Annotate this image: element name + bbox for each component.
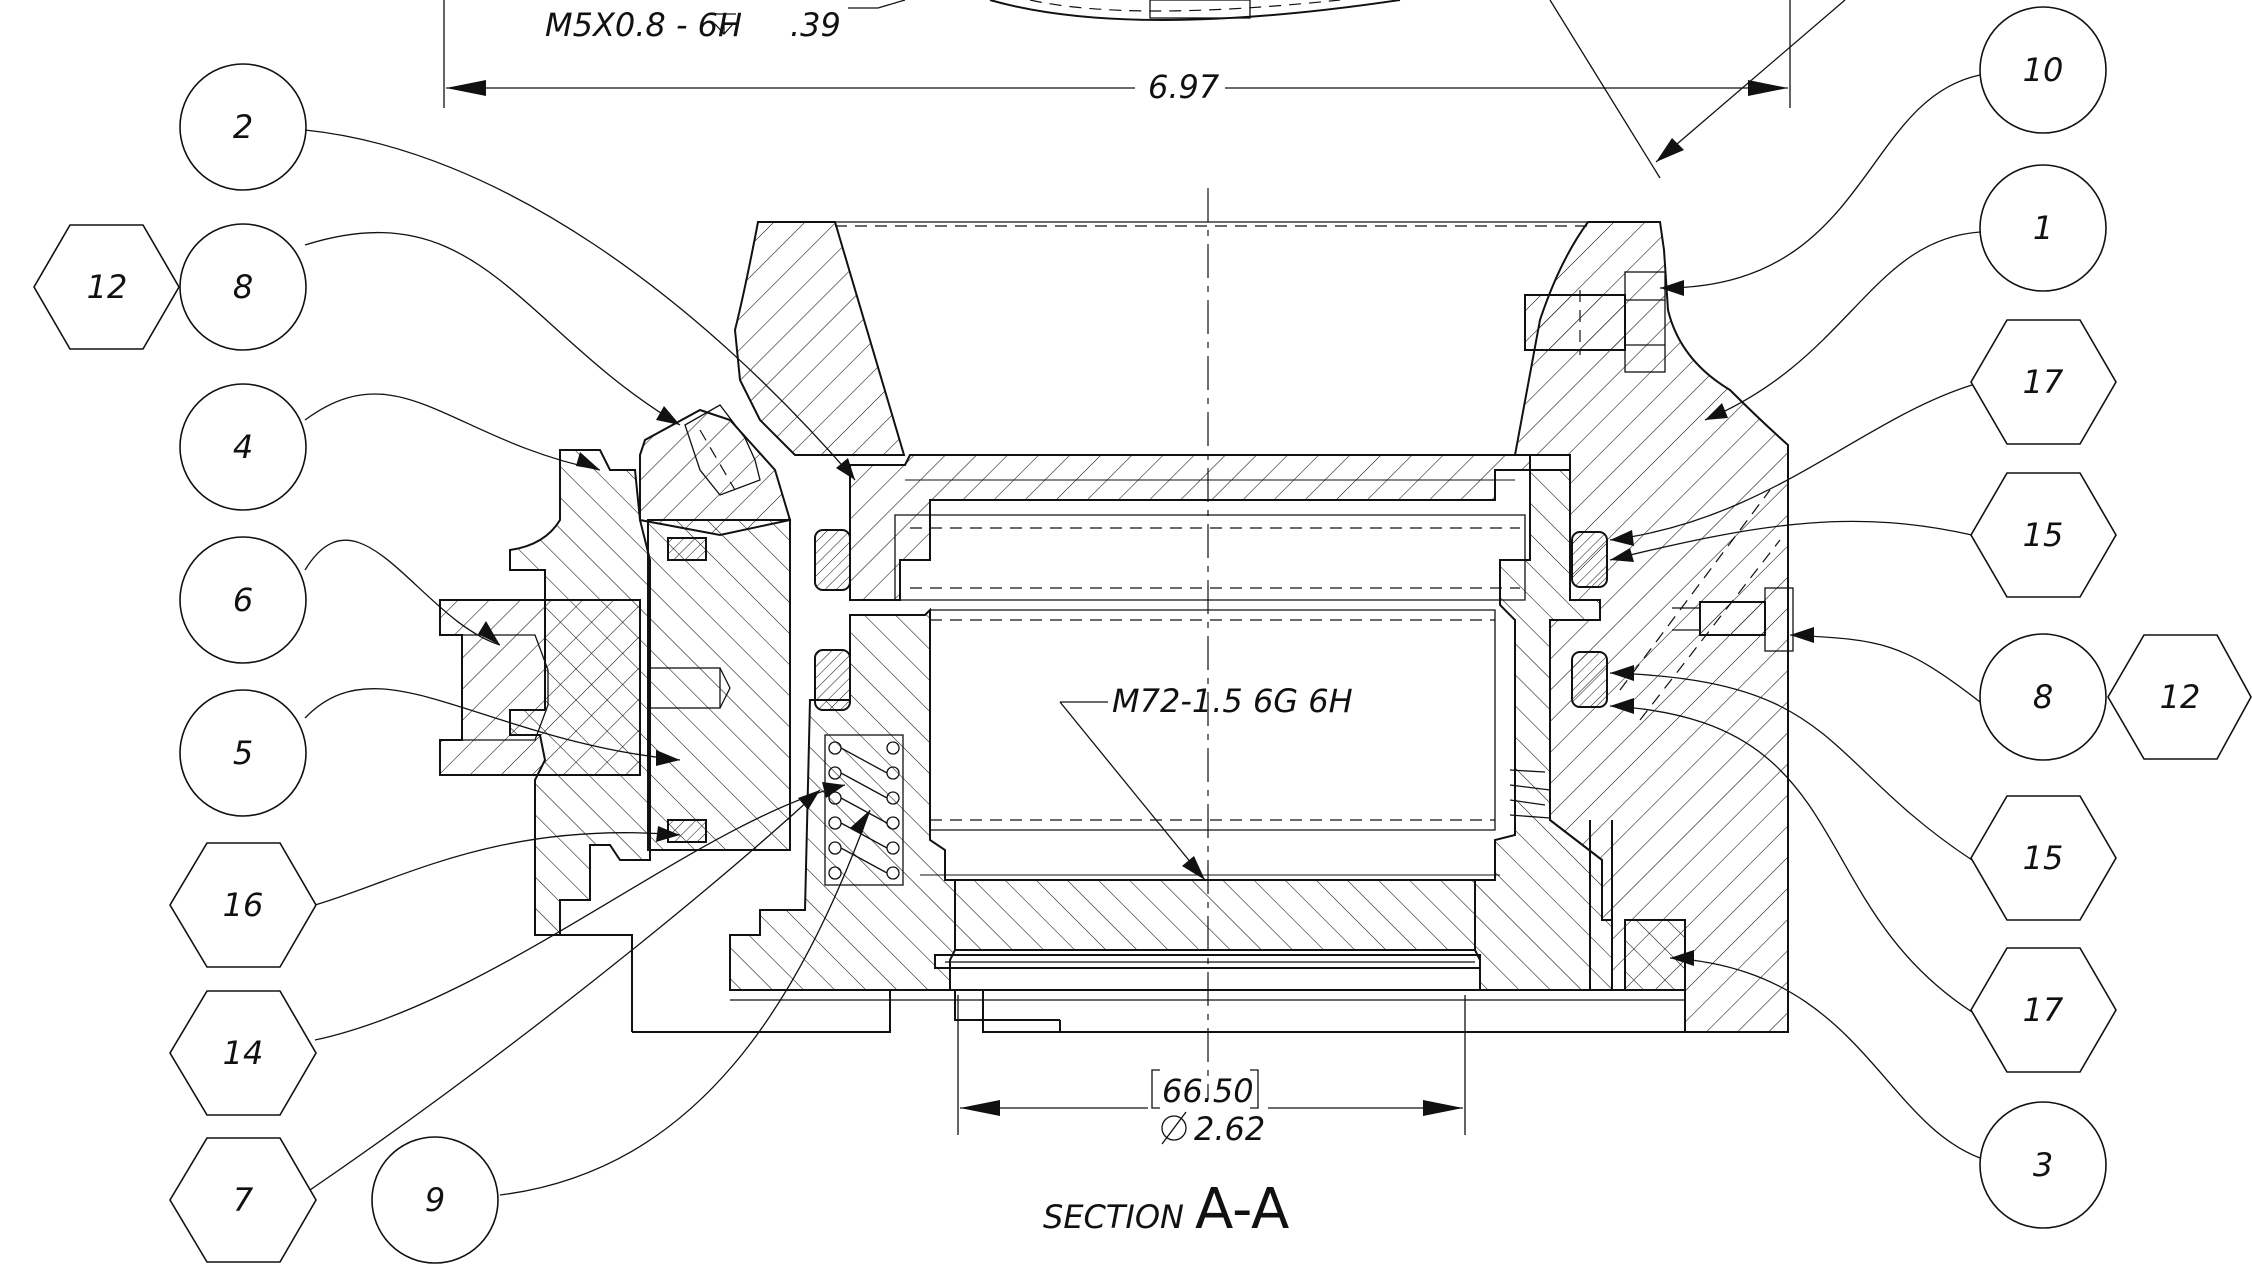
balloon-9: 9 [371, 1136, 499, 1264]
balloon-8-right: 8 [1979, 633, 2107, 761]
leader-lines [304, 74, 1981, 1196]
thread-callout-top: M5X0.8 - 6H .39 [545, 0, 906, 44]
svg-text:17: 17 [2023, 991, 2064, 1029]
svg-text:15: 15 [2023, 516, 2064, 554]
section-label-big: A-A [1195, 1177, 1289, 1242]
hex-balloon-12-left: 12 [33, 224, 180, 350]
bore-dim-mm: 66.50 [1162, 1072, 1254, 1110]
seal-16-top [667, 537, 707, 561]
svg-text:10: 10 [2023, 51, 2064, 89]
section-view [439, 188, 1794, 1100]
bore-dim-in: 2.62 [1194, 1110, 1265, 1148]
balloon-4: 4 [179, 383, 307, 511]
balloon-8-left: 8 [179, 223, 307, 351]
hex-balloon-17-top: 17 [1970, 319, 2117, 445]
depth-icon [712, 13, 736, 35]
svg-text:3: 3 [2033, 1146, 2053, 1184]
balloon-2: 2 [179, 63, 307, 191]
hex-balloon-14: 14 [169, 990, 317, 1116]
section-label-small: SECTION [1043, 1198, 1184, 1236]
hex-balloon-16: 16 [169, 842, 317, 968]
balloon-6: 6 [179, 536, 307, 664]
oring-left-2 [814, 649, 851, 711]
svg-text:6: 6 [233, 581, 253, 619]
hex-balloon-15-top: 15 [1970, 472, 2117, 598]
oring-left-1 [814, 529, 851, 591]
svg-text:1: 1 [2033, 209, 2053, 247]
top-view-fragment [989, 0, 1661, 179]
seal-16-bottom [667, 819, 707, 843]
spring-right [1509, 769, 1551, 819]
section-label: SECTION A-A [1043, 1177, 1289, 1242]
svg-text:12: 12 [87, 268, 128, 306]
svg-text:16: 16 [223, 886, 264, 924]
balloon-1: 1 [1979, 164, 2107, 292]
bore-dimension: 66.50 2.62 [957, 995, 1466, 1148]
hex-balloon-7: 7 [169, 1137, 317, 1263]
hex-balloon-17-bottom: 17 [1970, 947, 2117, 1073]
svg-text:17: 17 [2023, 363, 2064, 401]
hex-balloon-12-right: 12 [2107, 634, 2252, 760]
screw-10 [1524, 271, 1666, 373]
screw-8-right [1672, 587, 1794, 652]
balloon-10: 10 [1979, 6, 2107, 134]
diameter-icon [1161, 1111, 1187, 1145]
svg-text:7: 7 [233, 1181, 254, 1219]
svg-text:9: 9 [425, 1181, 445, 1219]
svg-text:8: 8 [2033, 678, 2053, 716]
svg-text:14: 14 [223, 1034, 264, 1072]
oring-right-1 [1571, 531, 1608, 588]
internal-thread-text: M72-1.5 6G 6H [1112, 682, 1353, 720]
svg-text:12: 12 [2160, 678, 2201, 716]
svg-text:4: 4 [233, 428, 253, 466]
svg-text:5: 5 [233, 734, 253, 772]
balloon-3: 3 [1979, 1101, 2107, 1229]
oring-right-2 [1571, 651, 1608, 708]
svg-text:8: 8 [233, 268, 253, 306]
overall-width-dimension: 6.97 [443, 0, 1846, 163]
internal-thread-callout: M72-1.5 6G 6H [1059, 682, 1353, 881]
balloon-5: 5 [179, 689, 307, 817]
svg-text:15: 15 [2023, 839, 2064, 877]
overall-width-value: 6.97 [1148, 68, 1220, 106]
thread-callout-text: M5X0.8 - 6H [545, 6, 742, 44]
svg-text:2: 2 [233, 108, 253, 146]
thread-callout-depth: .39 [790, 6, 841, 44]
spring-left [824, 734, 904, 886]
hex-balloon-15-bottom: 15 [1970, 795, 2117, 921]
